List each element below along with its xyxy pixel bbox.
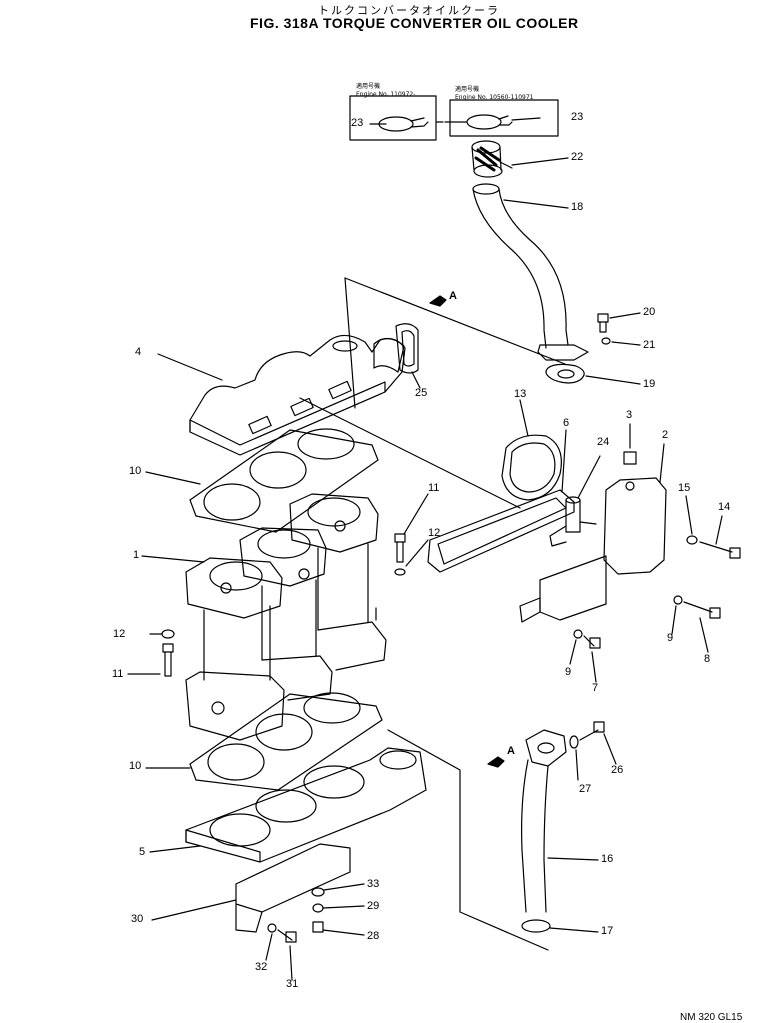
callout-9-lower: 9 xyxy=(565,666,572,678)
leader-30 xyxy=(152,900,236,920)
callout-29: 29 xyxy=(367,900,380,912)
serial-left-label: Engine No. 110972- xyxy=(356,91,416,98)
callout-15: 15 xyxy=(678,482,691,494)
callout-3: 3 xyxy=(626,409,633,421)
part-23-clamp-right xyxy=(445,115,540,129)
part-1-cooler-core xyxy=(186,494,386,740)
callout-18: 18 xyxy=(571,201,584,213)
callout-9-right: 9 xyxy=(667,632,674,644)
callout-4: 4 xyxy=(135,346,142,358)
callout-16: 16 xyxy=(601,853,614,865)
serial-right-label: Engine No. 10560-110971 xyxy=(455,94,534,101)
part-25-gasket xyxy=(396,324,420,388)
callout-17: 17 xyxy=(601,925,614,937)
callout-10-upper: 10 xyxy=(129,465,142,477)
serial-right-jp: 適用号機 xyxy=(455,86,480,93)
callout-19: 19 xyxy=(643,378,656,390)
callout-25: 25 xyxy=(415,387,428,399)
part-28-bolt xyxy=(313,922,364,935)
page-title: FIG. 318A TORQUE CONVERTER OIL COOLER xyxy=(250,15,579,31)
part-2-housing xyxy=(520,444,666,622)
part-15-washer xyxy=(686,496,697,544)
part-32-washer xyxy=(266,924,276,960)
callout-21: 21 xyxy=(643,339,656,351)
part-20-bolt xyxy=(598,313,640,332)
leader-1 xyxy=(142,556,204,562)
part-17-oring xyxy=(522,920,598,932)
callout-7: 7 xyxy=(592,682,599,694)
callout-6: 6 xyxy=(563,417,570,429)
callout-11-upper: 11 xyxy=(428,482,440,494)
part-29-washer xyxy=(313,904,364,912)
callout-20: 20 xyxy=(643,306,656,318)
callout-28: 28 xyxy=(367,930,380,942)
callout-31: 31 xyxy=(286,978,299,990)
part-14-bolt xyxy=(700,516,740,558)
part-27-washer xyxy=(570,736,578,780)
callout-1: 1 xyxy=(133,549,140,561)
part-24-elbow xyxy=(550,456,600,546)
callout-32: 32 xyxy=(255,961,268,973)
part-16-pipe xyxy=(522,730,566,912)
callout-8: 8 xyxy=(704,653,711,665)
part-9-washer-right xyxy=(672,596,682,634)
part-7-bolt xyxy=(584,636,600,682)
part-22-hose xyxy=(472,141,568,177)
part-10-upper-gasket xyxy=(190,429,378,532)
part-13-gasket xyxy=(502,400,561,500)
part-5-lower-manifold xyxy=(186,748,426,862)
leader-4 xyxy=(158,354,222,380)
part-31-bolt xyxy=(278,930,296,980)
serial-box-left xyxy=(350,96,436,140)
part-11-bolt-lower xyxy=(128,644,173,676)
part-8-bolt xyxy=(684,602,720,652)
callout-22: 22 xyxy=(571,151,584,163)
callout-2: 2 xyxy=(662,429,669,441)
part-30-bracket xyxy=(236,844,350,932)
part-11-bolt-upper xyxy=(395,494,428,562)
callout-30: 30 xyxy=(131,913,144,925)
title-japanese: トルクコンバータオイルクーラ xyxy=(318,4,500,17)
serial-box-right xyxy=(450,100,558,136)
part-18-pipe xyxy=(473,184,588,360)
part-23-clamp-left xyxy=(370,117,443,131)
callout-23-left: 23 xyxy=(351,117,364,129)
part-10-lower-gasket xyxy=(190,693,382,790)
view-marker-a-upper: A xyxy=(449,290,457,302)
leader-16 xyxy=(548,858,598,860)
part-19-gasket xyxy=(546,364,640,384)
callout-13: 13 xyxy=(514,388,527,400)
callout-27: 27 xyxy=(579,783,592,795)
part-33-washer xyxy=(312,884,364,896)
view-marker-a-lower: A xyxy=(507,745,515,757)
leader-5 xyxy=(150,846,200,852)
part-3-plug xyxy=(624,424,636,464)
callout-5: 5 xyxy=(139,846,146,858)
callout-12-upper: 12 xyxy=(428,527,441,539)
part-12-washer-lower xyxy=(150,630,174,638)
part-12-washer-upper xyxy=(395,540,428,575)
drawing-code: NM 320 GL15 xyxy=(680,1012,743,1023)
part-4-upper-manifold xyxy=(190,335,405,455)
callout-10-lower: 10 xyxy=(129,760,142,772)
callout-11-lower: 11 xyxy=(112,668,124,680)
callout-23-right: 23 xyxy=(571,111,584,123)
leader-10-upper xyxy=(146,472,200,484)
callout-26: 26 xyxy=(611,764,624,776)
callout-33: 33 xyxy=(367,878,380,890)
callout-14: 14 xyxy=(718,501,731,513)
part-21-washer xyxy=(602,338,640,345)
part-26-bolt xyxy=(580,722,616,764)
callout-24: 24 xyxy=(597,436,610,448)
part-9-washer-lower xyxy=(570,630,582,664)
callout-12-lower: 12 xyxy=(113,628,126,640)
serial-left-jp: 適用号機 xyxy=(356,83,381,90)
